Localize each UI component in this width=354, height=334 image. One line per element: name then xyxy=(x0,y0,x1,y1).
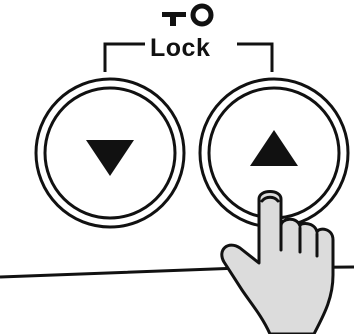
lock-label: Lock xyxy=(150,33,230,63)
down-button[interactable] xyxy=(36,79,184,227)
key-icon xyxy=(162,6,211,26)
